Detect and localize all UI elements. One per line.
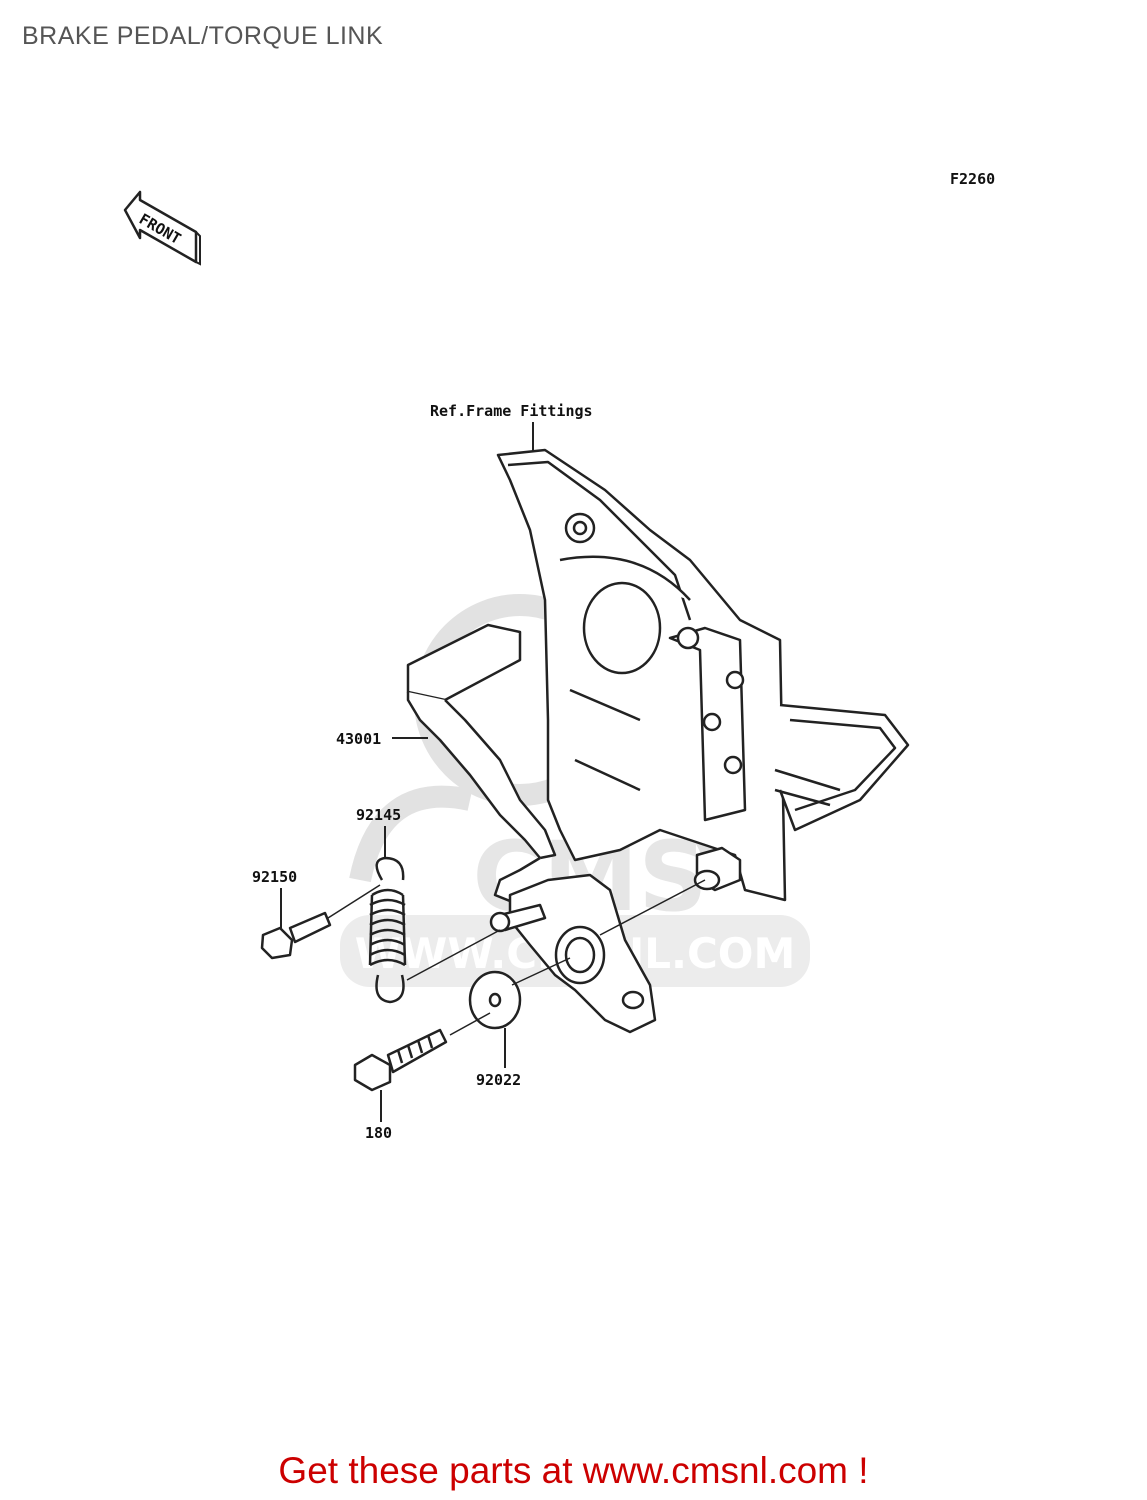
washer-92022 (468, 970, 522, 1030)
part-number: 92145 (356, 806, 401, 824)
part-number: 92022 (476, 1071, 521, 1089)
frame-fitting-bracket (496, 448, 910, 902)
bolt-180 (353, 1028, 448, 1092)
part-label-180: 180 (365, 1090, 392, 1142)
part-number: 92150 (252, 868, 297, 886)
figure-code: F2260 (950, 170, 995, 188)
part-number: 180 (365, 1124, 392, 1142)
part-label-92022: 92022 (476, 1028, 521, 1089)
part-label-43001: 43001 (336, 730, 428, 748)
cta-link[interactable]: Get these parts at www.cmsnl.com ! (278, 1450, 869, 1491)
page-title: BRAKE PEDAL/TORQUE LINK (22, 22, 384, 50)
parts-diagram: CMS WWW.CMSNL.COM F2260 FRONT Ref.Frame … (123, 170, 995, 1142)
brake-pedal (406, 623, 657, 1034)
cta-banner: Get these parts at www.cmsnl.com ! (0, 1450, 1147, 1492)
front-arrow-icon: FRONT (123, 190, 201, 266)
part-label-92145: 92145 (356, 806, 401, 858)
part-number: 43001 (336, 730, 381, 748)
bolt-92150 (260, 911, 332, 960)
ref-frame-fittings-label: Ref.Frame Fittings (430, 402, 593, 420)
part-label-92150: 92150 (252, 868, 297, 928)
assembly-lines (327, 879, 706, 1036)
